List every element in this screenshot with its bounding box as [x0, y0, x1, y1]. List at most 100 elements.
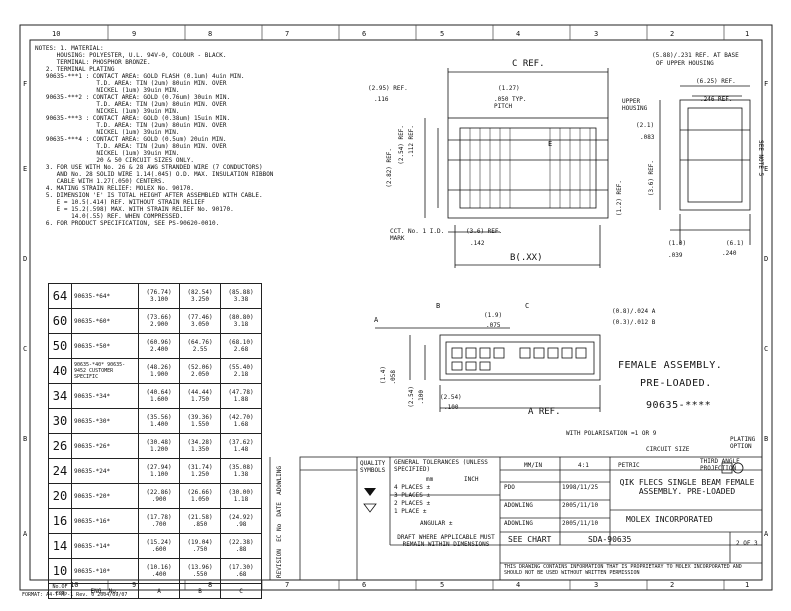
- dimension-c: C: [525, 302, 530, 310]
- zone-letter: A: [23, 530, 28, 538]
- table-row: 34 90635-*34* (40.64)1.600 (44.44)1.750 …: [48, 383, 262, 409]
- connector-side-view: [659, 85, 751, 245]
- table-header-row: No.OF CKT ENG. No. A B C: [48, 583, 262, 599]
- table-cell: 90635-*10*: [71, 558, 139, 584]
- table-cell: (35.08)1.38: [220, 458, 262, 484]
- note-line: 4. MATING STRAIN RELIEF: MOLEX No. 90170…: [35, 185, 194, 192]
- tolerances-label: GENERAL TOLERANCES (UNLESS SPECIFIED): [394, 459, 488, 473]
- note-line: CABLE WITH 1.27(.050) CENTERS.: [35, 178, 166, 185]
- table-row: 16 90635-*16* (17.78).700 (21.58).850 (2…: [48, 508, 262, 534]
- zone-letter: A: [764, 530, 769, 538]
- polarisation-note: WITH POLARISATION =1 OR 9: [566, 430, 657, 437]
- table-cell: (26.66)1.050: [179, 483, 221, 509]
- dimension-label: (1.27): [498, 85, 520, 92]
- note-line: 90635-***2 : CONTACT AREA: GOLD (0.76um)…: [35, 94, 231, 101]
- zone-letter: F: [764, 80, 769, 88]
- dimension-label: .050 TYP. PITCH: [494, 96, 527, 110]
- note-line: T.D. AREA: TIN (2um) 80uin MIN. OVER: [35, 80, 227, 87]
- table-cell: 90635-*50*: [71, 333, 139, 359]
- table-header: A: [138, 583, 180, 599]
- table-cell: 90635-*64*: [71, 283, 139, 309]
- table-cell: 90635-*26*: [71, 433, 139, 459]
- note-line: NICKEL (1um) 39uin MIN.: [35, 129, 180, 136]
- tolerance-row: 1 PLACE ±: [394, 508, 427, 515]
- zone-number-bottom: 2: [670, 581, 675, 589]
- table-cell: (40.64)1.600: [138, 383, 180, 409]
- note-line: T.D. AREA: TIN (2um) 80uin MIN. OVER: [35, 143, 227, 150]
- checked-by: ADOWLING: [504, 502, 533, 509]
- note-line: 14.0(.55) REF. WHEN COMPRESSED.: [35, 213, 184, 220]
- assembly-part-number: 90635-****: [646, 400, 712, 411]
- dimension-label: .039: [668, 252, 683, 259]
- table-cell: (44.44)1.750: [179, 383, 221, 409]
- tolerance-row: 4 PLACES ±: [394, 484, 431, 491]
- dimension-label: (2.82) REF.: [386, 148, 393, 188]
- table-cell: 30: [48, 408, 72, 434]
- zone-number-top: 3: [594, 30, 599, 38]
- table-row: 30 90635-*30* (35.56)1.400 (39.36)1.550 …: [48, 408, 262, 434]
- approved-date: 2005/11/10: [562, 520, 599, 527]
- draft-note: DRAFT WHERE APPLICABLE MUST REMAIN WITHI…: [397, 534, 495, 548]
- dimension-label: (2.54): [440, 394, 462, 401]
- table-cell: (39.36)1.550: [179, 408, 221, 434]
- zone-letter: C: [764, 345, 769, 353]
- note-line: NICKEL (1um) 39uin MIN.: [35, 150, 180, 157]
- zone-number-bottom: 4: [516, 581, 521, 589]
- dimension-label: (1.4): [380, 366, 387, 385]
- dimension-label: (6.25) REF.: [696, 78, 736, 85]
- table-header: B: [179, 583, 221, 599]
- dimension-label: .100: [444, 404, 459, 411]
- zone-number-top: 6: [362, 30, 367, 38]
- table-cell: 90635-*24*: [71, 458, 139, 484]
- dimension-label: .112 REF.: [408, 125, 415, 158]
- table-row: 40 90635-*40* 90635-9452 CUSTOMER SPECIF…: [48, 358, 262, 384]
- dimension-label: .246 REF.: [700, 96, 733, 103]
- checked-date: 2005/11/10: [562, 502, 599, 509]
- format-footer: FORMAT: A4-T-MP-1 Rev. 0 2004/09/07: [22, 592, 128, 598]
- zone-number-bottom: 3: [594, 581, 599, 589]
- dimension-label: .100: [418, 390, 425, 405]
- drawing-title: QIK FLECS SINGLE BEAM FEMALE ASSEMBLY. P…: [619, 478, 755, 496]
- dimension-a-ref: A REF.: [528, 407, 561, 417]
- table-row: 64 90635-*64* (76.74)3.100 (82.54)3.250 …: [48, 283, 262, 309]
- connector-front-view: [424, 68, 609, 268]
- dimension-label: CCT. No. 1 I.D. MARK: [390, 228, 445, 242]
- table-cell: 90635-*20*: [71, 483, 139, 509]
- zone-letter: C: [23, 345, 28, 353]
- plating-option-label: PLATING OPTION: [730, 436, 756, 450]
- table-cell: 10: [48, 558, 72, 584]
- assembly-title: FEMALE ASSEMBLY.: [618, 360, 723, 371]
- dimension-label: (1.2) REF.: [616, 180, 623, 217]
- table-cell: (30.48)1.200: [138, 433, 180, 459]
- dimension-label: (5.88)/.231 REF. AT BASE: [652, 52, 739, 59]
- zone-number-bottom: 7: [285, 581, 290, 589]
- dimension-label: .142: [470, 240, 485, 247]
- table-cell: 90635-*14*: [71, 533, 139, 559]
- zone-letter: D: [23, 255, 28, 263]
- tolerance-inch: INCH: [464, 476, 479, 483]
- table-cell: (31.74)1.250: [179, 458, 221, 484]
- table-cell: (82.54)3.250: [179, 283, 221, 309]
- table-cell: (34.28)1.350: [179, 433, 221, 459]
- dimension-label: (1.0): [668, 240, 687, 247]
- dimension-label: .075: [486, 322, 501, 329]
- zone-number-top: 9: [132, 30, 137, 38]
- table-cell: (48.26)1.900: [138, 358, 180, 384]
- zone-number-top: 8: [208, 30, 213, 38]
- note-line: 5. DIMENSION 'E' IS TOTAL HEIGHT AFTER A…: [35, 192, 263, 199]
- revision-strip: REVISION EC No DATE ADOWLING: [276, 466, 283, 578]
- zone-number-bottom: 1: [745, 581, 750, 589]
- dimension-e: E: [548, 140, 553, 148]
- table-cell: 24: [48, 458, 72, 484]
- table-row: 24 90635-*24* (27.94)1.100 (31.74)1.250 …: [48, 458, 262, 484]
- note-line: 90635-***4 : CONTACT AREA: GOLD (0.5um) …: [35, 136, 227, 143]
- table-cell: 90635-*30*: [71, 408, 139, 434]
- zone-number-top: 2: [670, 30, 675, 38]
- table-cell: 64: [48, 283, 72, 309]
- note-line: NICKEL (1um) 39uin MIN.: [35, 108, 180, 115]
- dimension-label: (0.3)/.012 B: [612, 319, 656, 326]
- table-cell: (21.58).850: [179, 508, 221, 534]
- tolerance-row: ANGULAR ±: [420, 520, 453, 527]
- table-cell: (85.88)3.38: [220, 283, 262, 309]
